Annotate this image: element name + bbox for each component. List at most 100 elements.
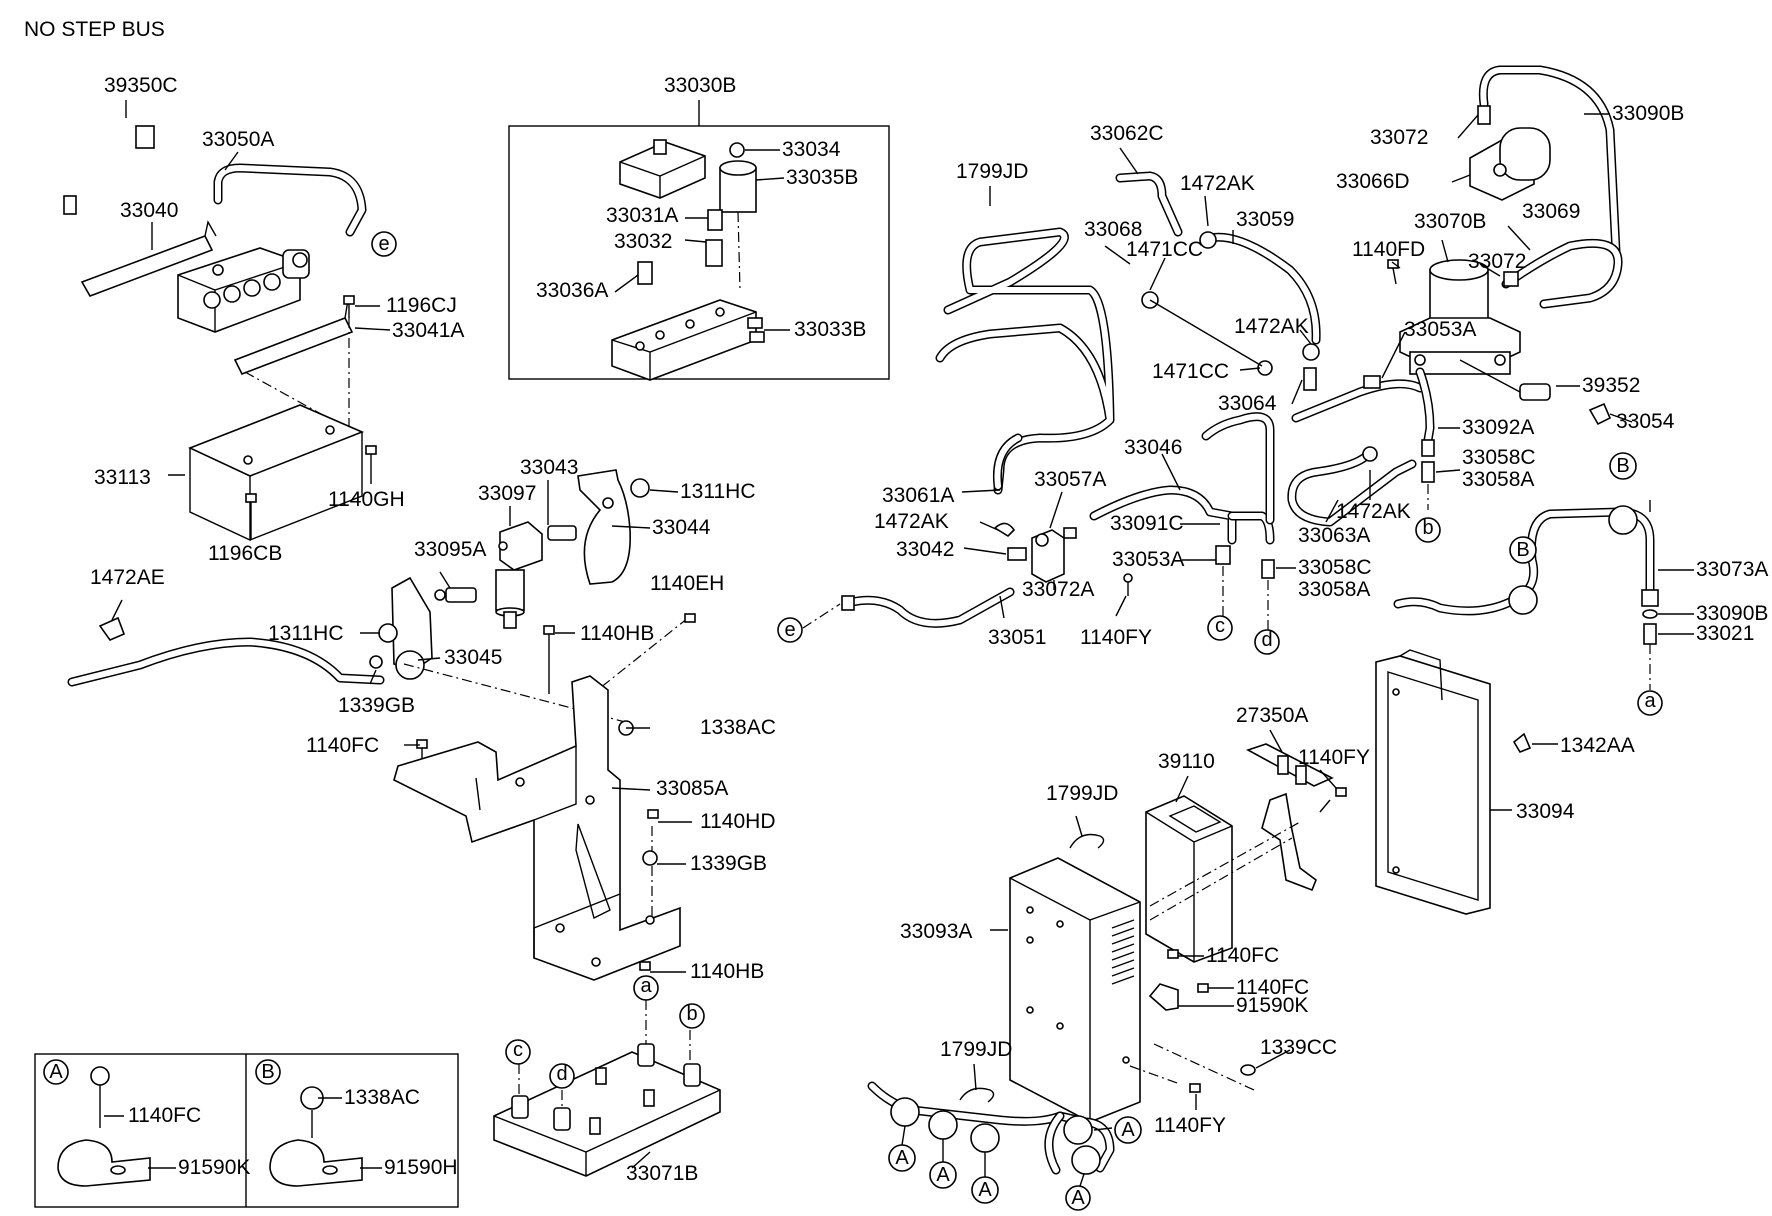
- callout-33072a: 33072A: [1022, 578, 1094, 601]
- callout-33031a: 33031A: [606, 204, 678, 227]
- callout-1140eh: 1140EH: [650, 572, 724, 595]
- callout-33058c-b: 33058C: [1462, 446, 1536, 469]
- callout-1799jd-a: 1799JD: [956, 160, 1028, 183]
- callout-33034: 33034: [782, 138, 841, 161]
- callout-1339cc: 1339CC: [1260, 1036, 1337, 1059]
- callout-33073a: 33073A: [1696, 558, 1768, 581]
- callout-33036a: 33036A: [536, 279, 608, 302]
- callout-33093a: 33093A: [900, 920, 972, 943]
- callout-33094: 33094: [1516, 800, 1575, 823]
- callout-1799jd-c: 1799JD: [940, 1038, 1012, 1061]
- callout-1472ak-d: 1472AK: [1336, 500, 1411, 523]
- inset-detail-box: [34, 1053, 459, 1208]
- callout-1339gb-a: 1339GB: [338, 694, 415, 717]
- marker-A-3-label: A: [978, 1179, 992, 1201]
- callout-1311hc-a: 1311HC: [680, 480, 756, 503]
- marker-e-top: [371, 231, 397, 257]
- callout-1339gb-b: 1339GB: [690, 852, 767, 875]
- callout-33032: 33032: [614, 230, 672, 253]
- callout-91590k-b: 91590K: [1236, 994, 1308, 1017]
- callout-1140fc-a: 1140FC: [306, 734, 379, 757]
- box-33030b: [508, 100, 890, 381]
- callout-1140fy-c: 1140FY: [1154, 1114, 1226, 1137]
- callout-1196cj: 1196CJ: [386, 294, 457, 317]
- callout-33059: 33059: [1236, 208, 1294, 231]
- callout-1196cb: 1196CB: [208, 542, 282, 565]
- callout-33021: 33021: [1696, 622, 1754, 645]
- callout-labels: 39350C33050A330401196CJ33041A331131140GH…: [90, 74, 1768, 1185]
- callout-33095a: 33095A: [414, 538, 486, 561]
- pipe-33073a: [1393, 505, 1659, 690]
- mounting-bracket-assembly: [67, 469, 696, 981]
- callout-33066d: 33066D: [1336, 170, 1410, 193]
- callout-33051: 33051: [988, 626, 1046, 649]
- marker-c-pipe: [1207, 615, 1233, 641]
- callout-33071b: 33071B: [626, 1162, 698, 1185]
- callout-1472ak-a: 1472AK: [1180, 172, 1255, 195]
- callout-1338ac-b: 1338AC: [344, 1086, 420, 1109]
- marker-e-top-label: e: [378, 233, 389, 255]
- callout-1472ak-b: 1472AK: [1234, 315, 1309, 338]
- callout-33030b: 33030B: [664, 74, 736, 97]
- marker-b-plate: [679, 1003, 705, 1029]
- callout-33063a: 33063A: [1298, 524, 1370, 547]
- marker-B-inset-label: B: [261, 1061, 274, 1083]
- callout-33091c: 33091C: [1110, 512, 1184, 535]
- callout-1140fc-d: 1140FC: [1236, 976, 1309, 999]
- callout-33064: 33064: [1218, 392, 1277, 415]
- callout-33043: 33043: [520, 456, 578, 479]
- marker-a-pipe-label: a: [1644, 690, 1656, 712]
- callout-1471cc-a: 1471CC: [1126, 238, 1203, 261]
- callout-27350a: 27350A: [1236, 704, 1308, 727]
- marker-b-pipe: [1415, 517, 1441, 543]
- marker-a-plate-label: a: [640, 975, 652, 997]
- callout-1471cc-b: 1471CC: [1152, 360, 1229, 383]
- marker-d-pipe: [1254, 629, 1280, 655]
- callout-33054: 33054: [1616, 410, 1675, 433]
- callout-1140fc-c: 1140FC: [1206, 944, 1279, 967]
- callout-1140gh: 1140GH: [328, 488, 405, 511]
- marker-A-5: [1065, 1185, 1091, 1211]
- callout-1338ac-a: 1338AC: [700, 716, 776, 739]
- callout-91590h: 91590H: [384, 1156, 458, 1179]
- base-plate-assembly: [493, 1000, 721, 1177]
- leader-lines: [104, 100, 1694, 1169]
- callout-33057a: 33057A: [1034, 468, 1106, 491]
- callout-33058a-b: 33058A: [1462, 468, 1534, 491]
- marker-c-pipe-label: c: [1215, 615, 1225, 637]
- callout-39110: 39110: [1158, 750, 1215, 773]
- callout-33113: 33113: [94, 466, 151, 489]
- marker-B-lower: [1509, 536, 1537, 564]
- marker-b-plate-label: b: [686, 1003, 697, 1025]
- marker-b-pipe-label: b: [1422, 517, 1433, 539]
- callout-33053a-a: 33053A: [1112, 548, 1184, 571]
- callout-1140fd: 1140FD: [1352, 238, 1425, 261]
- callout-33070b: 33070B: [1414, 210, 1486, 233]
- marker-B-upper-label: B: [1616, 455, 1629, 477]
- callout-1140hb-b: 1140HB: [690, 960, 764, 983]
- marker-c-plate-label: c: [513, 1039, 523, 1061]
- callout-33058c-a: 33058C: [1298, 556, 1372, 579]
- marker-d-pipe-label: d: [1261, 629, 1272, 651]
- callout-1140fy-a: 1140FY: [1080, 626, 1152, 649]
- marker-B-upper: [1609, 452, 1637, 480]
- marker-c-plate: [505, 1039, 531, 1065]
- callout-33041a: 33041A: [392, 319, 464, 342]
- callout-33062c: 33062C: [1090, 122, 1164, 145]
- marker-A-4-label: A: [1121, 1119, 1135, 1141]
- connector-markers: e e c d b a B B a b c d A: [49, 231, 1663, 1211]
- callout-33035b: 33035B: [786, 166, 858, 189]
- marker-d-plate: [549, 1063, 575, 1089]
- callout-33090b-b: 33090B: [1696, 602, 1768, 625]
- callout-1472ae: 1472AE: [90, 566, 165, 589]
- callout-1311hc-b: 1311HC: [268, 622, 344, 645]
- callout-39352: 39352: [1582, 374, 1640, 397]
- cover-33094: [1375, 649, 1532, 915]
- callout-33097: 33097: [478, 482, 536, 505]
- callout-33092a: 33092A: [1462, 416, 1534, 439]
- callout-33072-a: 33072: [1370, 126, 1428, 149]
- marker-A-5-label: A: [1071, 1187, 1085, 1209]
- callout-1342aa: 1342AA: [1560, 734, 1635, 757]
- callout-1799jd-b: 1799JD: [1046, 782, 1118, 805]
